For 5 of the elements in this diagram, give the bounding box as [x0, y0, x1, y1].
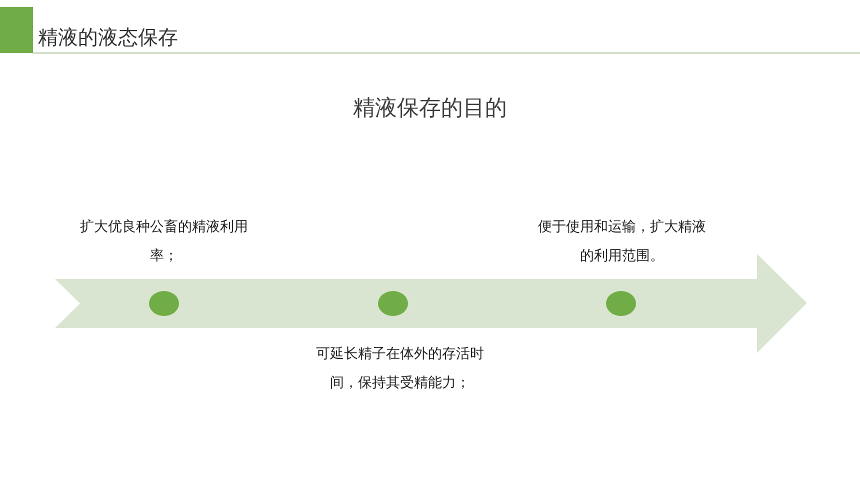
- section-heading: 精液保存的目的: [352, 95, 508, 123]
- point-text: 可延长精子在体外的存活时间，保持其受精能力；: [315, 345, 485, 393]
- page-title: 精液的液态保存: [38, 24, 178, 50]
- point-text: 便于使用和运输，扩大精液的利用范围。: [537, 218, 707, 266]
- point-text: 扩大优良种公畜的精液利用率；: [79, 218, 249, 266]
